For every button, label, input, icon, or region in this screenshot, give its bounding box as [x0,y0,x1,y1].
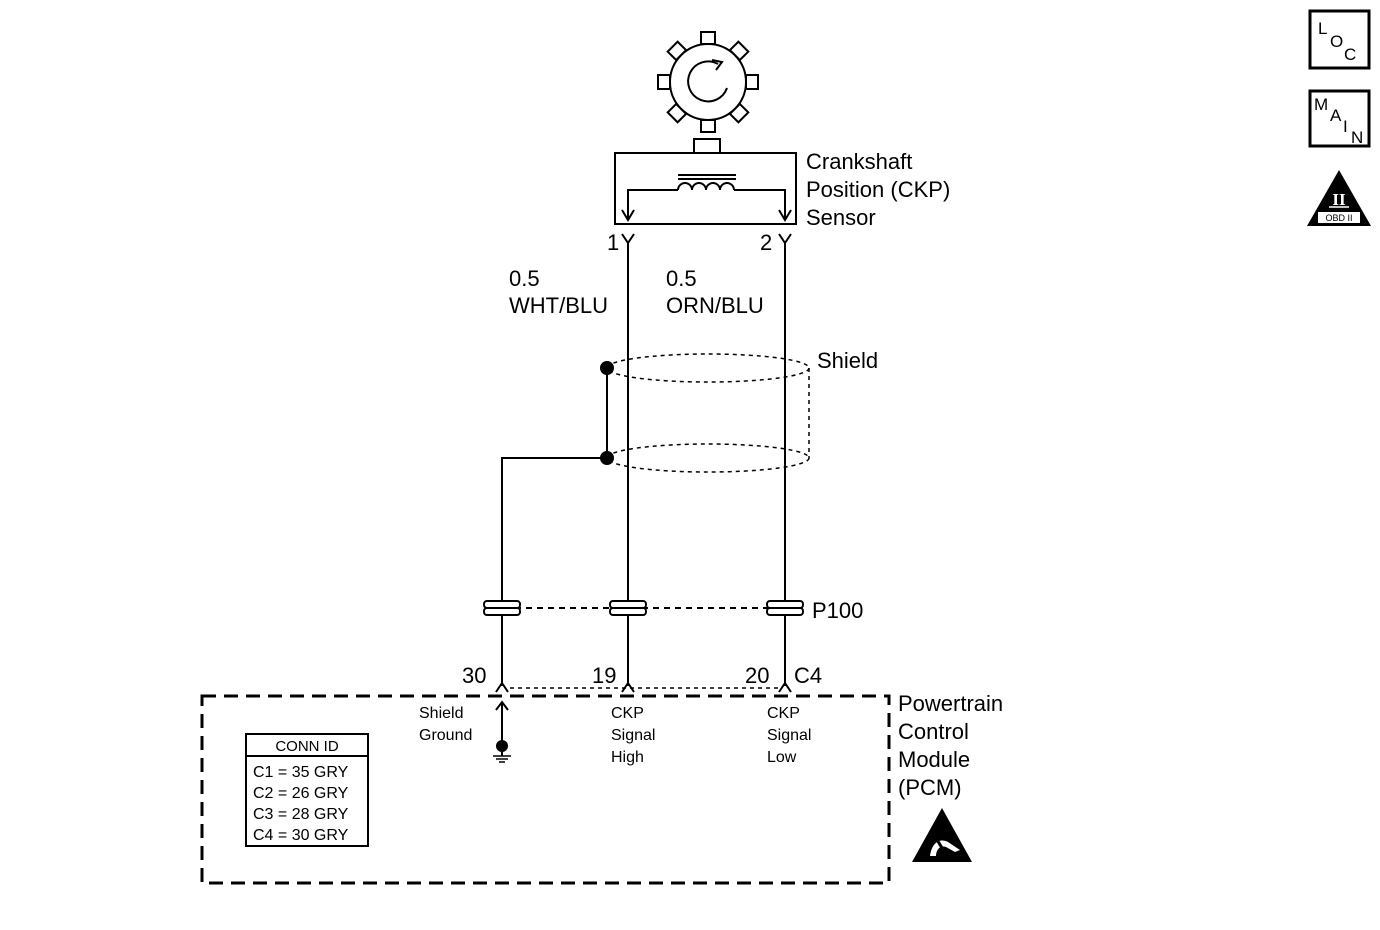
shield-graphic [501,353,810,600]
ckp-high-line1: CKP [611,705,644,722]
conn-id-row: C2 = 26 GRY [253,785,349,802]
loc-icon[interactable]: L O C [1308,9,1371,70]
pcm-name-line4: (PCM) [898,775,962,800]
wire2-color: ORN/BLU [666,293,764,318]
pcm-name-line1: Powertrain [898,691,1003,716]
pin-20-terminal [778,681,792,693]
ckp-high-line2: Signal [611,727,655,744]
conn-id-row: C3 = 28 GRY [253,806,349,823]
obd-roman: II [1332,190,1346,209]
wire2-gauge: 0.5 [666,266,697,291]
pcm-pin-19: 19 [592,663,616,688]
main-letter-n: N [1351,128,1363,147]
pin-1-terminal [621,233,635,245]
sensor-pin-1: 1 [607,230,619,255]
reluctor-wheel-icon [657,31,759,133]
ground-icon [493,700,511,763]
sensor-name-line3: Sensor [806,205,876,230]
loc-letter-o: O [1330,32,1343,51]
conn-id-row: C4 = 30 GRY [253,827,349,844]
main-letter-a: A [1330,106,1342,125]
pcm-name-line3: Module [898,747,970,772]
sensor-name-line1: Crankshaft [806,149,912,174]
ckp-low-line2: Signal [767,727,811,744]
obd-label: OBD II [1325,213,1352,223]
inline-connector-label: P100 [812,598,863,623]
sensor-name-line2: Position (CKP) [806,177,950,202]
pcm-name-line2: Control [898,719,969,744]
ckp-high-line3: High [611,749,644,766]
pcm-connector-c4: C4 [794,663,822,688]
conn-id-row: C1 = 35 GRY [253,764,349,781]
main-icon[interactable]: M A I N [1308,89,1371,148]
sensor-pin-2: 2 [760,230,772,255]
ckp-low-line1: CKP [767,705,800,722]
inline-connector-p100 [483,600,804,686]
main-letter-m: M [1314,95,1328,114]
shield-label: Shield [817,348,878,373]
ckp-low-line3: Low [767,749,797,766]
pcm-pin-20: 20 [745,663,769,688]
pin-19-terminal [621,681,635,693]
pcm-pin-30: 30 [462,663,486,688]
obd-ii-icon[interactable]: II OBD II [1307,170,1371,226]
main-letter-i: I [1343,117,1348,136]
pin-2-terminal [778,233,792,245]
shield-ground-line1: Shield [419,705,463,722]
esd-warning-icon [912,808,972,862]
loc-letter-c: C [1344,45,1356,64]
pin-30-terminal [495,681,509,693]
conn-id-header: CONN ID [275,738,339,755]
coil-icon [621,174,792,222]
conn-id-table [245,733,369,847]
sensor-tip [693,138,721,154]
shield-ground-line2: Ground [419,727,472,744]
loc-letter-l: L [1318,19,1327,38]
wire1-gauge: 0.5 [509,266,540,291]
pcm-box [200,694,891,885]
wire1-color: WHT/BLU [509,293,608,318]
